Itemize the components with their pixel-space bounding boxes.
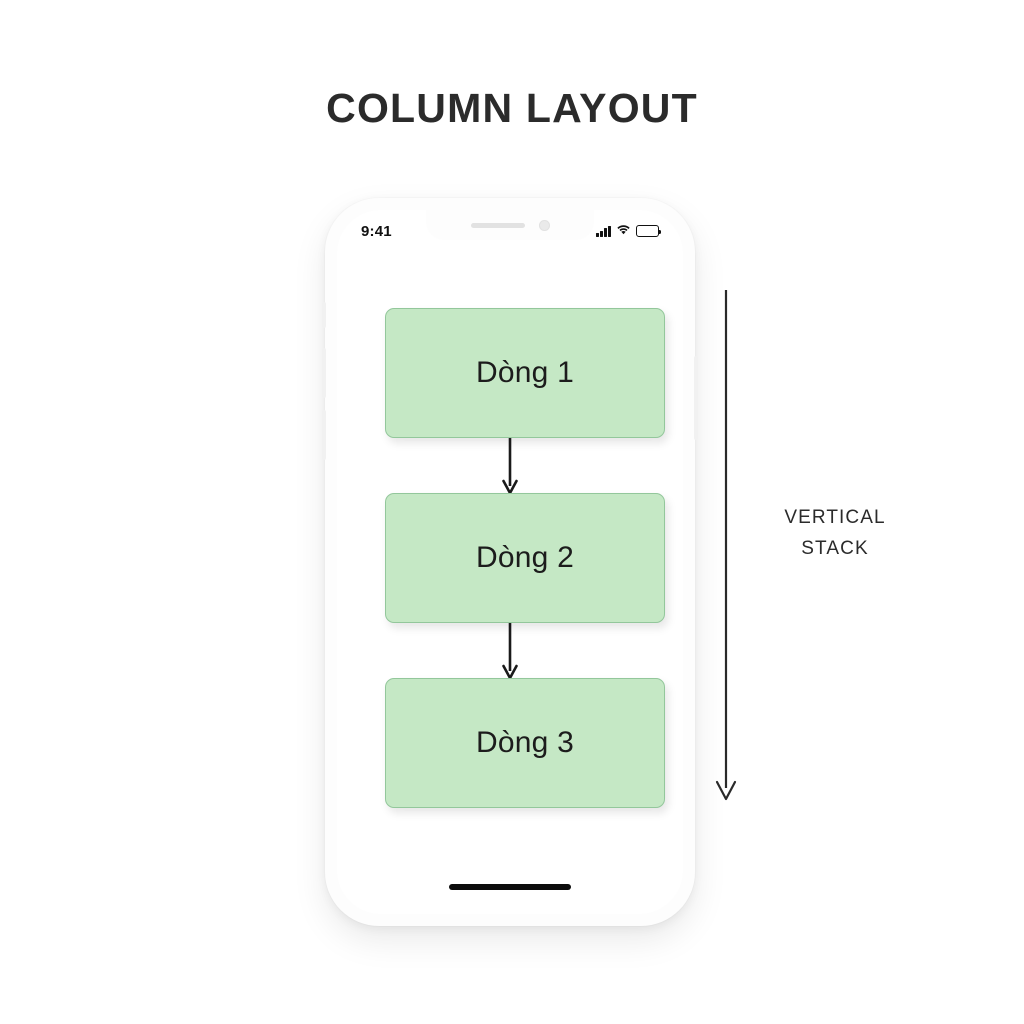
vertical-stack-label-line-1: VERTICAL xyxy=(784,507,886,528)
flow-box-label: Dòng 2 xyxy=(476,541,574,574)
vertical-arrow-down-icon xyxy=(706,288,746,808)
arrow-down-icon xyxy=(499,623,521,680)
phone-screen: 9:41 xyxy=(337,210,683,914)
arrow-down-icon xyxy=(499,438,521,495)
flow-box-label: Dòng 3 xyxy=(476,726,574,759)
silent-switch-button[interactable] xyxy=(322,302,326,328)
page-title: COLUMN LAYOUT xyxy=(326,85,698,131)
home-indicator-bar[interactable] xyxy=(449,884,571,890)
phone-notch xyxy=(426,210,594,240)
flow-box-label: Dòng 1 xyxy=(476,356,574,389)
vertical-flow-column: Dòng 1 Dòng 2 xyxy=(337,210,683,914)
wifi-icon xyxy=(616,222,631,240)
volume-up-button[interactable] xyxy=(322,348,326,398)
status-time: 9:41 xyxy=(361,222,392,240)
vertical-stack-annotation: VERTICAL STACK xyxy=(706,288,936,808)
power-button[interactable] xyxy=(694,356,698,440)
phone-mockup: 9:41 xyxy=(322,198,698,926)
flow-box-row-1[interactable]: Dòng 1 xyxy=(385,308,665,438)
flow-box-row-3[interactable]: Dòng 3 xyxy=(385,678,665,808)
battery-full-icon xyxy=(636,225,662,237)
volume-down-button[interactable] xyxy=(322,410,326,460)
speaker-grille-icon xyxy=(470,222,525,228)
front-camera-icon xyxy=(538,219,550,231)
status-icons xyxy=(596,222,662,240)
vertical-stack-label-line-2: STACK xyxy=(801,538,869,560)
status-bar: 9:41 xyxy=(337,210,683,252)
flow-box-row-2[interactable]: Dòng 2 xyxy=(385,493,665,623)
cellular-signal-icon xyxy=(596,225,611,237)
vertical-stack-label: VERTICAL STACK xyxy=(750,502,920,565)
